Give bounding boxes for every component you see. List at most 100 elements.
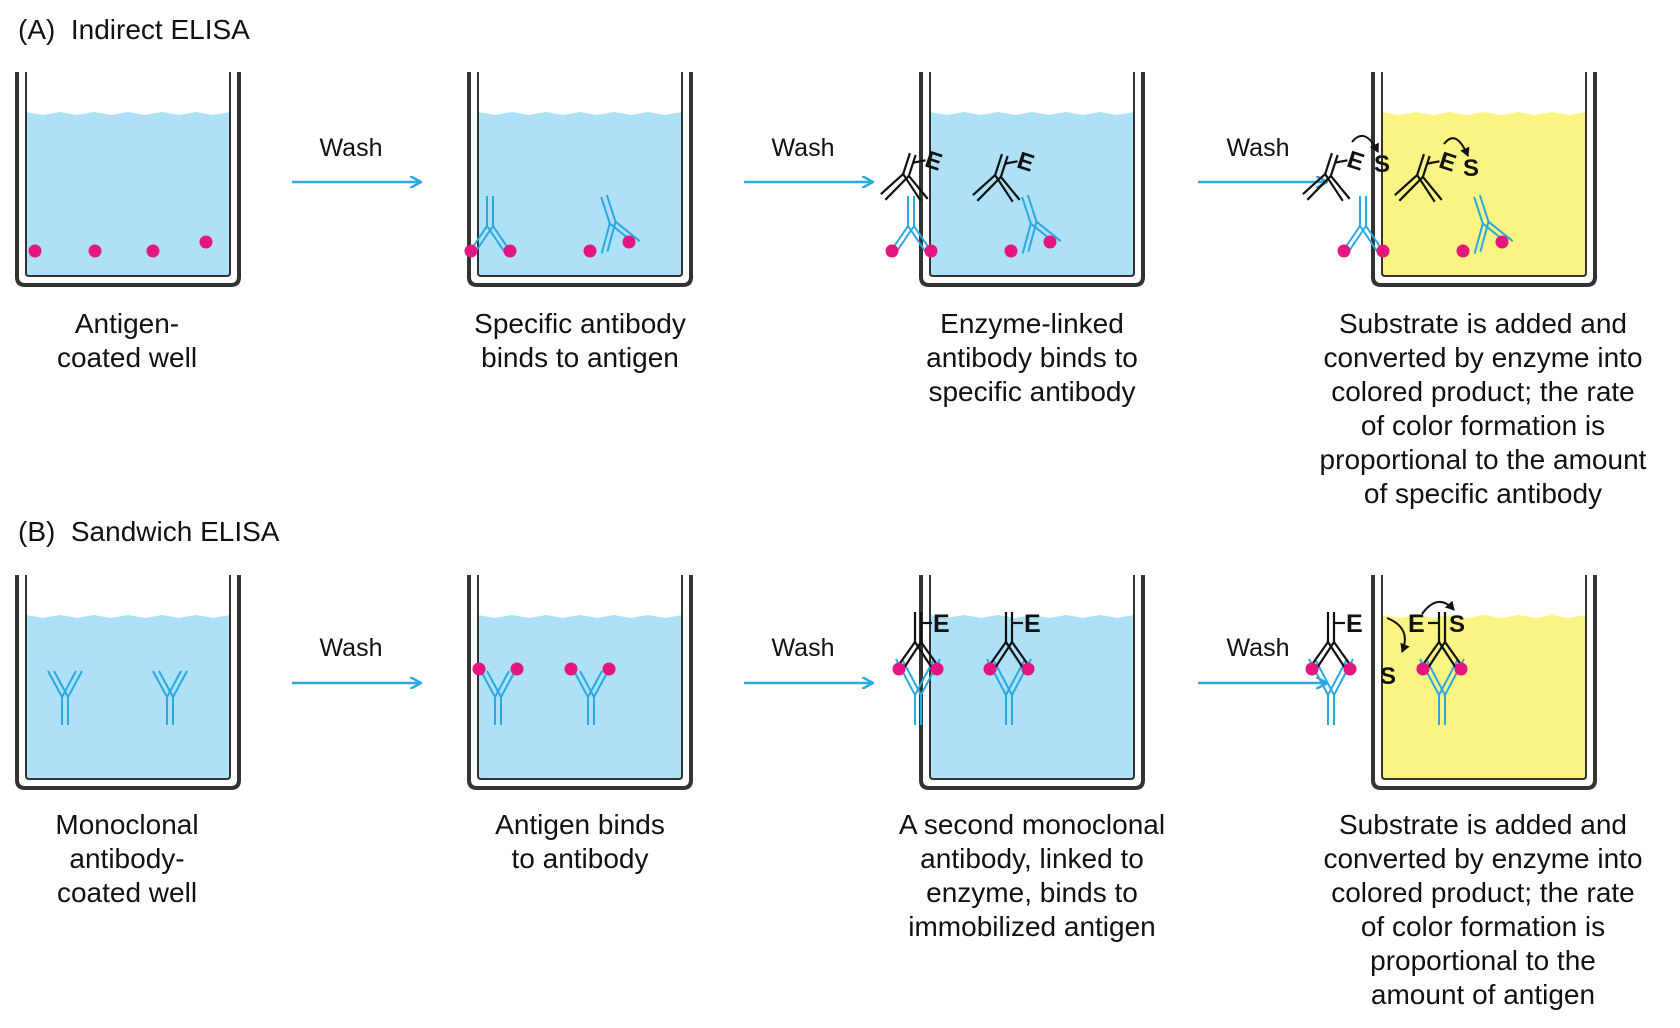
well-inner-wall (929, 575, 1135, 780)
substrate-label: S (1380, 663, 1396, 690)
enzyme-antibody-icon: E (897, 610, 950, 669)
antigen-dot-icon (503, 244, 517, 258)
well-icon (1371, 72, 1597, 287)
caption-a1: Antigen-coated well (56, 308, 198, 373)
y-antibody-icon (1340, 196, 1386, 255)
enzyme-label: E (1346, 610, 1363, 638)
y-antibody-icon (1473, 194, 1514, 254)
enzyme-label: E (933, 610, 950, 638)
antigen-dot-icon (28, 244, 42, 258)
enzyme-label: E (1344, 146, 1368, 177)
y-antibody-icon (467, 196, 513, 255)
antigen-dot-icon (510, 662, 524, 676)
well-icon (919, 72, 1145, 287)
well-wall (1371, 72, 1597, 287)
substrate-label: S (1374, 151, 1390, 178)
wash-label: Wash (771, 634, 835, 662)
antigen-dot-icon (472, 662, 486, 676)
well-inner-wall (477, 72, 683, 277)
antigen-dot-icon (1337, 244, 1351, 258)
well-inner-wall (929, 72, 1135, 277)
enzyme-antibody-icon: E (988, 610, 1041, 669)
antigen-dot-icon (1456, 244, 1470, 258)
liquid (930, 615, 1134, 779)
antigen-dot-icon (983, 662, 997, 676)
antigen-dot-icon (1021, 662, 1035, 676)
y-antibody-icon (1308, 658, 1354, 725)
well-inner-wall (25, 575, 231, 780)
reaction-arrow-icon (1351, 134, 1379, 153)
enzyme-antibody-icon: E (1408, 610, 1463, 669)
antigen-dot-icon (892, 662, 906, 676)
y-antibody-icon (1021, 194, 1062, 254)
antigen-dot-icon (199, 235, 213, 249)
well-wall (1371, 575, 1597, 790)
enzyme-label: E (1408, 610, 1425, 638)
wash-label: Wash (319, 634, 383, 662)
antigen-dot-icon (930, 662, 944, 676)
wash-label: Wash (319, 134, 383, 162)
liquid (930, 112, 1134, 276)
antigen-dot-icon (88, 244, 102, 258)
antigen-dot-icon (622, 235, 636, 249)
y-antibody-icon (986, 658, 1032, 725)
antigen-dot-icon (1305, 662, 1319, 676)
well-wall (919, 72, 1145, 287)
antigen-dot-icon (146, 244, 160, 258)
enzyme-label: E (1436, 147, 1460, 178)
antigen-dot-icon (1004, 244, 1018, 258)
antigen-dot-icon (583, 244, 597, 258)
well-inner-wall (477, 575, 683, 780)
antigen-dot-icon (564, 662, 578, 676)
antigen-dot-icon (885, 244, 899, 258)
antigen-dot-icon (1495, 235, 1509, 249)
reaction-arrow-icon (1443, 137, 1470, 157)
well-icon (467, 575, 693, 790)
well-icon (467, 72, 693, 287)
liquid (478, 112, 682, 276)
panel-a-title: (A) Indirect ELISA (18, 14, 250, 45)
panel-b-title: (B) Sandwich ELISA (18, 516, 280, 547)
antigen-dot-icon (1343, 662, 1357, 676)
reaction-arrow-icon (1421, 600, 1455, 615)
well-icon (1371, 575, 1597, 790)
well-wall (15, 575, 241, 790)
well-inner-wall (1381, 575, 1587, 780)
wash-label: Wash (1226, 134, 1290, 162)
antigen-dot-icon (1416, 662, 1430, 676)
antigen-dot-icon (1454, 662, 1468, 676)
y-antibody-icon (573, 670, 609, 725)
y-antibody-icon (480, 670, 516, 725)
y-antibody-icon (47, 670, 83, 725)
enzyme-label: E (922, 146, 946, 177)
well-icon (15, 72, 241, 287)
well-inner-wall (25, 72, 231, 277)
substrate-label: S (1463, 155, 1479, 182)
enzyme-antibody-icon: E (1310, 610, 1363, 669)
well-icon (919, 575, 1145, 790)
antigen-dot-icon (1376, 244, 1390, 258)
y-antibody-icon (600, 194, 641, 254)
antigen-dot-icon (602, 662, 616, 676)
y-antibody-icon (888, 196, 934, 255)
antigen-dot-icon (464, 244, 478, 258)
liquid (1382, 112, 1586, 276)
enzyme-antibody-icon: E (880, 146, 946, 202)
y-antibody-icon (895, 658, 941, 725)
substrate-label: S (1449, 611, 1465, 638)
well-wall (15, 72, 241, 287)
antigen-dot-icon (1043, 235, 1057, 249)
y-antibody-icon (1419, 658, 1465, 725)
wash-label: Wash (771, 134, 835, 162)
well-inner-wall (1381, 72, 1587, 277)
liquid (26, 112, 230, 276)
enzyme-label: E (1024, 610, 1041, 638)
reaction-arrow-icon (1386, 617, 1410, 653)
